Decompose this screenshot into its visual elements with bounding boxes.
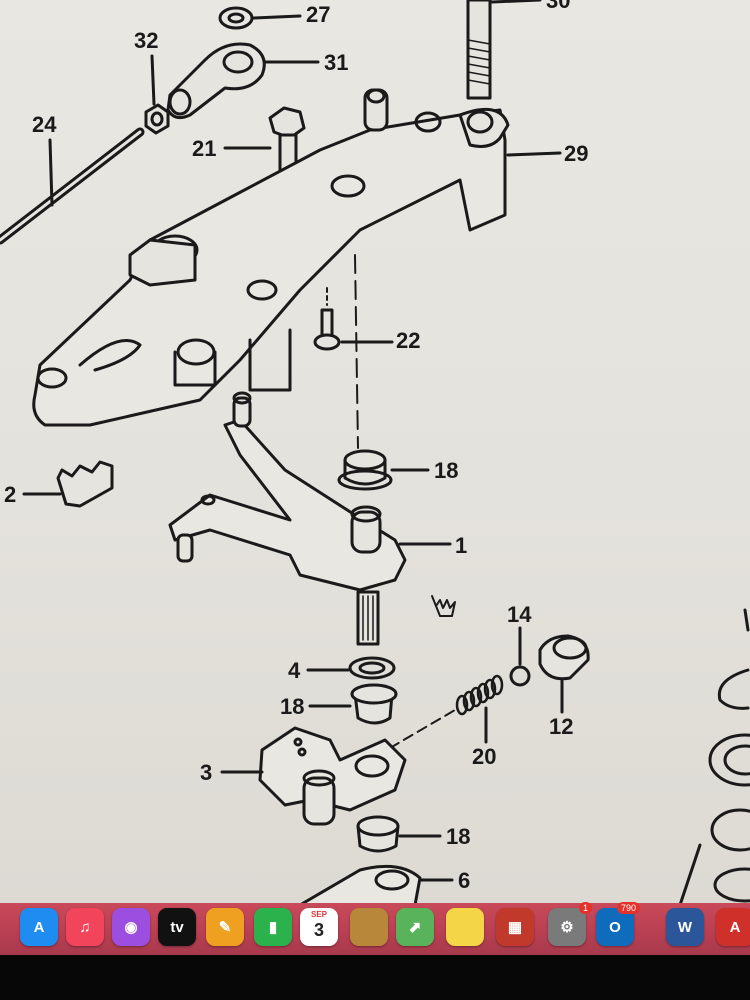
outlook-icon[interactable]: O 790 <box>596 902 640 946</box>
app-store-glyph: A <box>33 918 45 936</box>
outlook-glyph: O <box>609 918 621 936</box>
system-preferences-icon[interactable]: ⚙1 <box>548 902 592 946</box>
part-4-washer <box>348 656 396 680</box>
notes-brown-icon[interactable] <box>350 908 388 946</box>
part-right-edge-ring <box>717 668 750 710</box>
screen: 27 30 32 31 24 21 29 22 18 2 1 14 4 12 1… <box>0 0 750 905</box>
photo-booth-glyph: ▦ <box>507 919 523 936</box>
notes-icon[interactable] <box>446 908 484 946</box>
numbers-icon[interactable]: ▮ <box>254 908 292 946</box>
callout-12: 12 <box>549 714 574 739</box>
parts-diagram <box>0 0 750 905</box>
acrobat-glyph: A <box>729 918 741 936</box>
callout-31: 31 <box>324 50 349 75</box>
callout-18-upper: 18 <box>434 458 459 483</box>
part-14-ball <box>509 665 531 687</box>
music-icon[interactable]: ♫ <box>66 908 104 946</box>
outlook-badge: 790 <box>616 902 640 914</box>
callout-2: 2 <box>4 482 17 507</box>
music-glyph: ♫ <box>79 918 91 936</box>
part-1-shift-arm <box>168 418 407 592</box>
part-27-washer <box>218 6 254 30</box>
word-icon[interactable]: W <box>666 908 704 946</box>
callout-6: 6 <box>458 868 471 893</box>
word-glyph: W <box>677 918 693 936</box>
pages-glyph: ✎ <box>218 919 232 936</box>
callout-18-lower: 18 <box>446 824 471 849</box>
tv-glyph: tv <box>170 918 184 936</box>
maps-icon[interactable]: ⬈ <box>396 908 434 946</box>
photo-booth-icon[interactable]: ▦ <box>496 908 534 946</box>
podcasts-glyph: ◉ <box>124 919 138 936</box>
system-preferences-badge: 1 <box>578 902 592 914</box>
cursor-hand-icon <box>431 595 456 617</box>
part-2-clip <box>56 460 114 508</box>
callout-20: 20 <box>472 744 497 769</box>
callout-18-middle: 18 <box>280 694 305 719</box>
acrobat-icon[interactable]: A <box>716 908 750 946</box>
part-3-detent-block <box>258 726 407 812</box>
tv-icon[interactable]: tv <box>158 908 196 946</box>
callout-29: 29 <box>564 141 589 166</box>
system-preferences-glyph: ⚙ <box>560 919 574 936</box>
callout-32: 32 <box>134 28 159 53</box>
part-20-spring <box>455 674 504 716</box>
callout-3: 3 <box>200 760 213 785</box>
calendar-month: SEP <box>310 910 327 919</box>
podcasts-icon[interactable]: ◉ <box>112 908 150 946</box>
callout-21: 21 <box>192 136 217 161</box>
monitor-bezel <box>0 955 750 1000</box>
callout-1: 1 <box>455 533 468 558</box>
callout-27: 27 <box>306 2 331 27</box>
calendar-day: 3 <box>313 920 324 940</box>
callout-22: 22 <box>396 328 421 353</box>
callout-30: 30 <box>546 0 571 13</box>
callout-24: 24 <box>32 112 57 137</box>
part-6-lever <box>298 864 422 905</box>
numbers-glyph: ▮ <box>268 919 278 936</box>
app-store-icon[interactable]: A <box>20 908 58 946</box>
part-29-bracket <box>32 108 507 427</box>
callout-14: 14 <box>507 602 532 627</box>
maps-glyph: ⬈ <box>408 919 422 936</box>
callout-4: 4 <box>288 658 301 683</box>
pages-icon[interactable]: ✎ <box>206 908 244 946</box>
part-21-bolt <box>268 106 306 140</box>
part-31-ball-joint <box>166 42 266 120</box>
part-32-nut <box>144 103 170 135</box>
